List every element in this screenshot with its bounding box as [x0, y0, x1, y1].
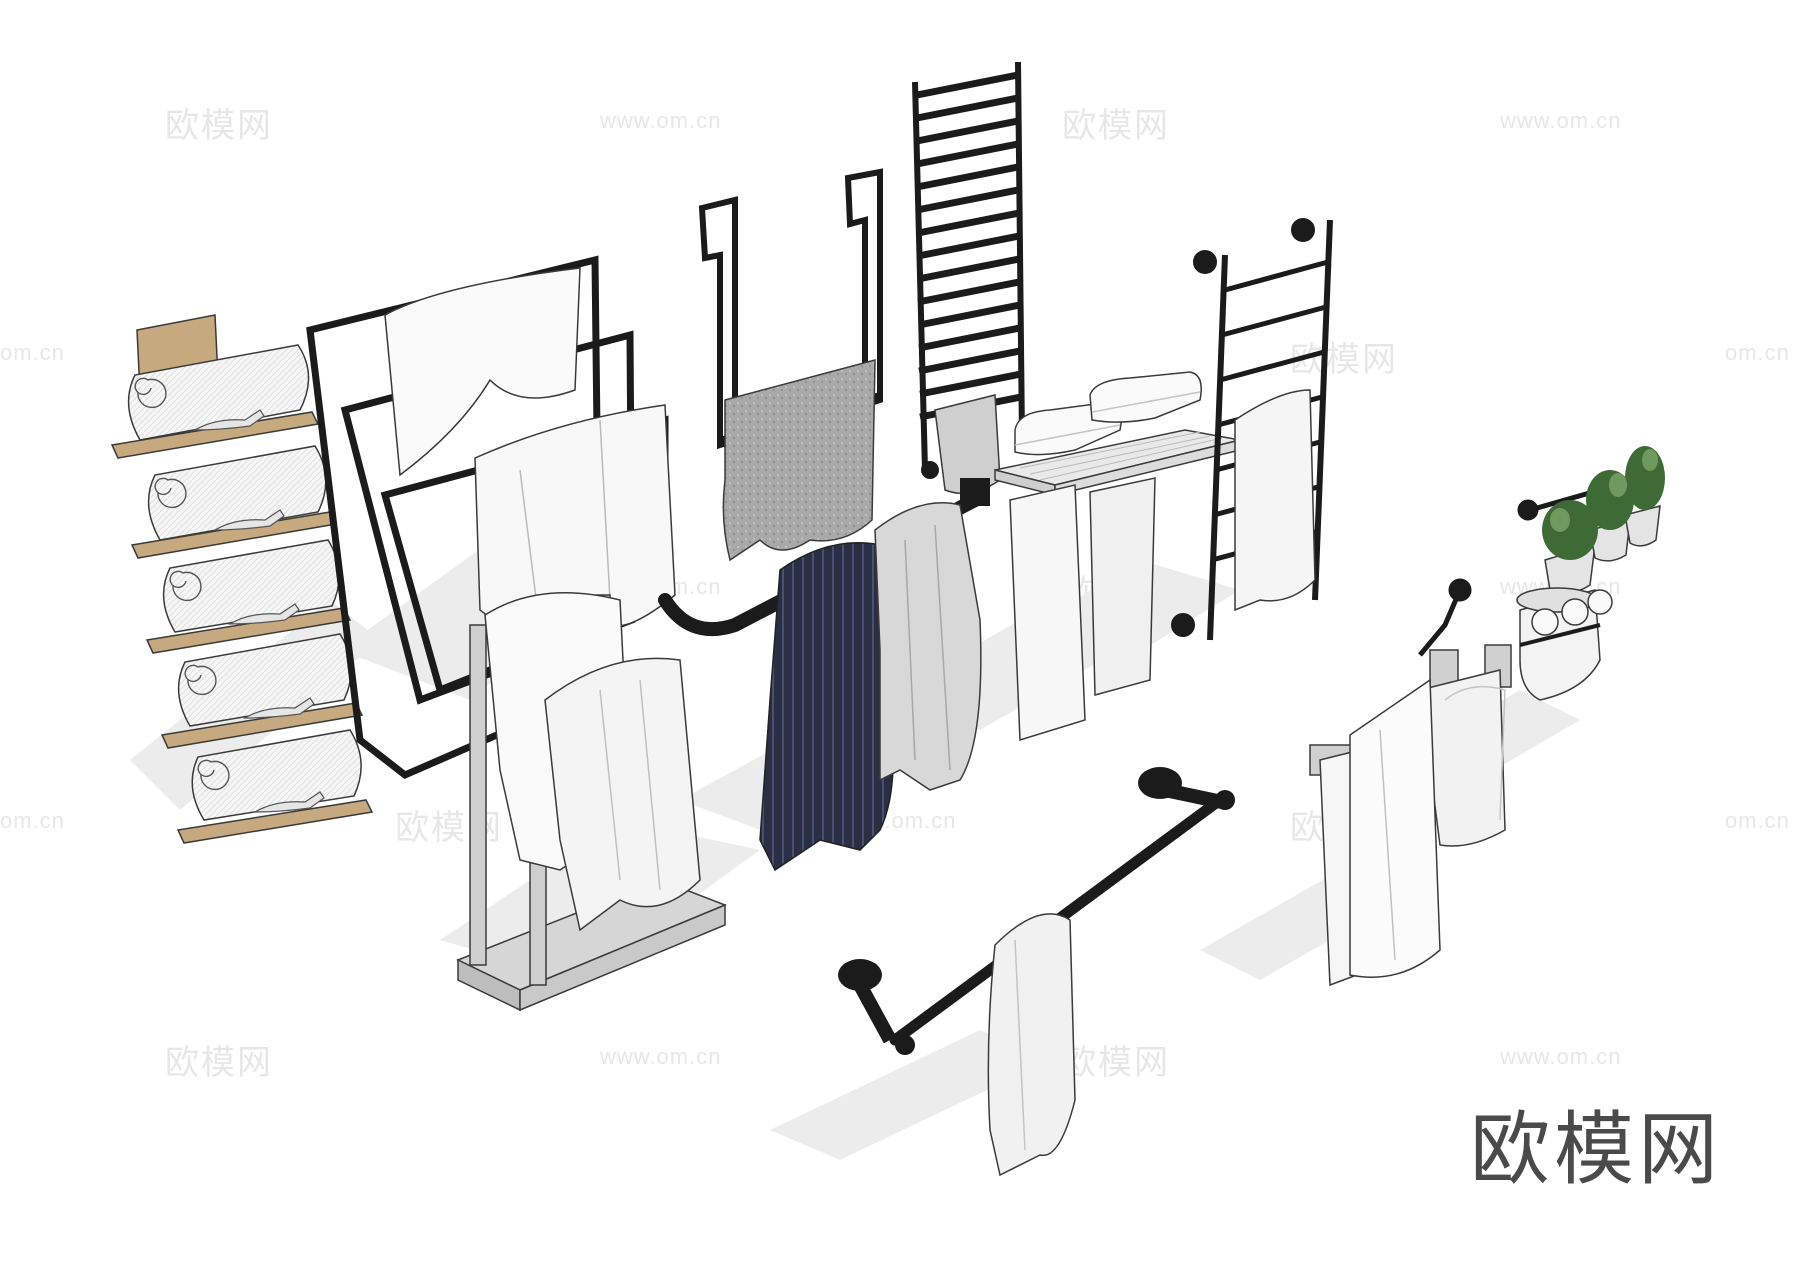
- watermark: www.om.cn: [1500, 108, 1622, 133]
- frame-rack-towels: [384, 267, 676, 644]
- watermark: 欧模网: [165, 1043, 273, 1083]
- towel-bucket: [1516, 587, 1613, 701]
- felt-towel: [722, 359, 876, 562]
- watermark: www.om.cn: [1500, 1044, 1622, 1069]
- navy-striped-towel: [759, 542, 895, 872]
- pipe-towel-bar: [658, 478, 990, 637]
- chrome-wall-towel-bars: [1309, 578, 1512, 987]
- ladder-towel: [1234, 389, 1316, 612]
- watermark: 欧模网: [1062, 106, 1170, 146]
- grey-linen-towel: [874, 502, 982, 791]
- wooden-towel-shelf: [110, 314, 374, 844]
- watermark: www.om.cn: [600, 1044, 722, 1069]
- front-bar-towel: [987, 913, 1076, 1177]
- watermark: om.cn: [0, 808, 65, 833]
- brand-logo-text: 欧模网: [1470, 1103, 1722, 1196]
- watermark: 欧模网: [165, 106, 273, 146]
- chrome-towel-shelf: [994, 371, 1241, 742]
- watermark: 欧模网: [1062, 1043, 1170, 1083]
- watermark: www.om.cn: [600, 108, 722, 133]
- watermark: om.cn: [1725, 340, 1790, 365]
- grey-standing-towel-rack: [456, 592, 728, 1012]
- tall-ladder-radiator: [912, 61, 1025, 479]
- watermark: 欧模网: [1290, 340, 1398, 380]
- watermark: om.cn: [0, 340, 65, 365]
- herb-pots-rack: [1517, 446, 1665, 594]
- watermark: om.cn: [1725, 808, 1790, 833]
